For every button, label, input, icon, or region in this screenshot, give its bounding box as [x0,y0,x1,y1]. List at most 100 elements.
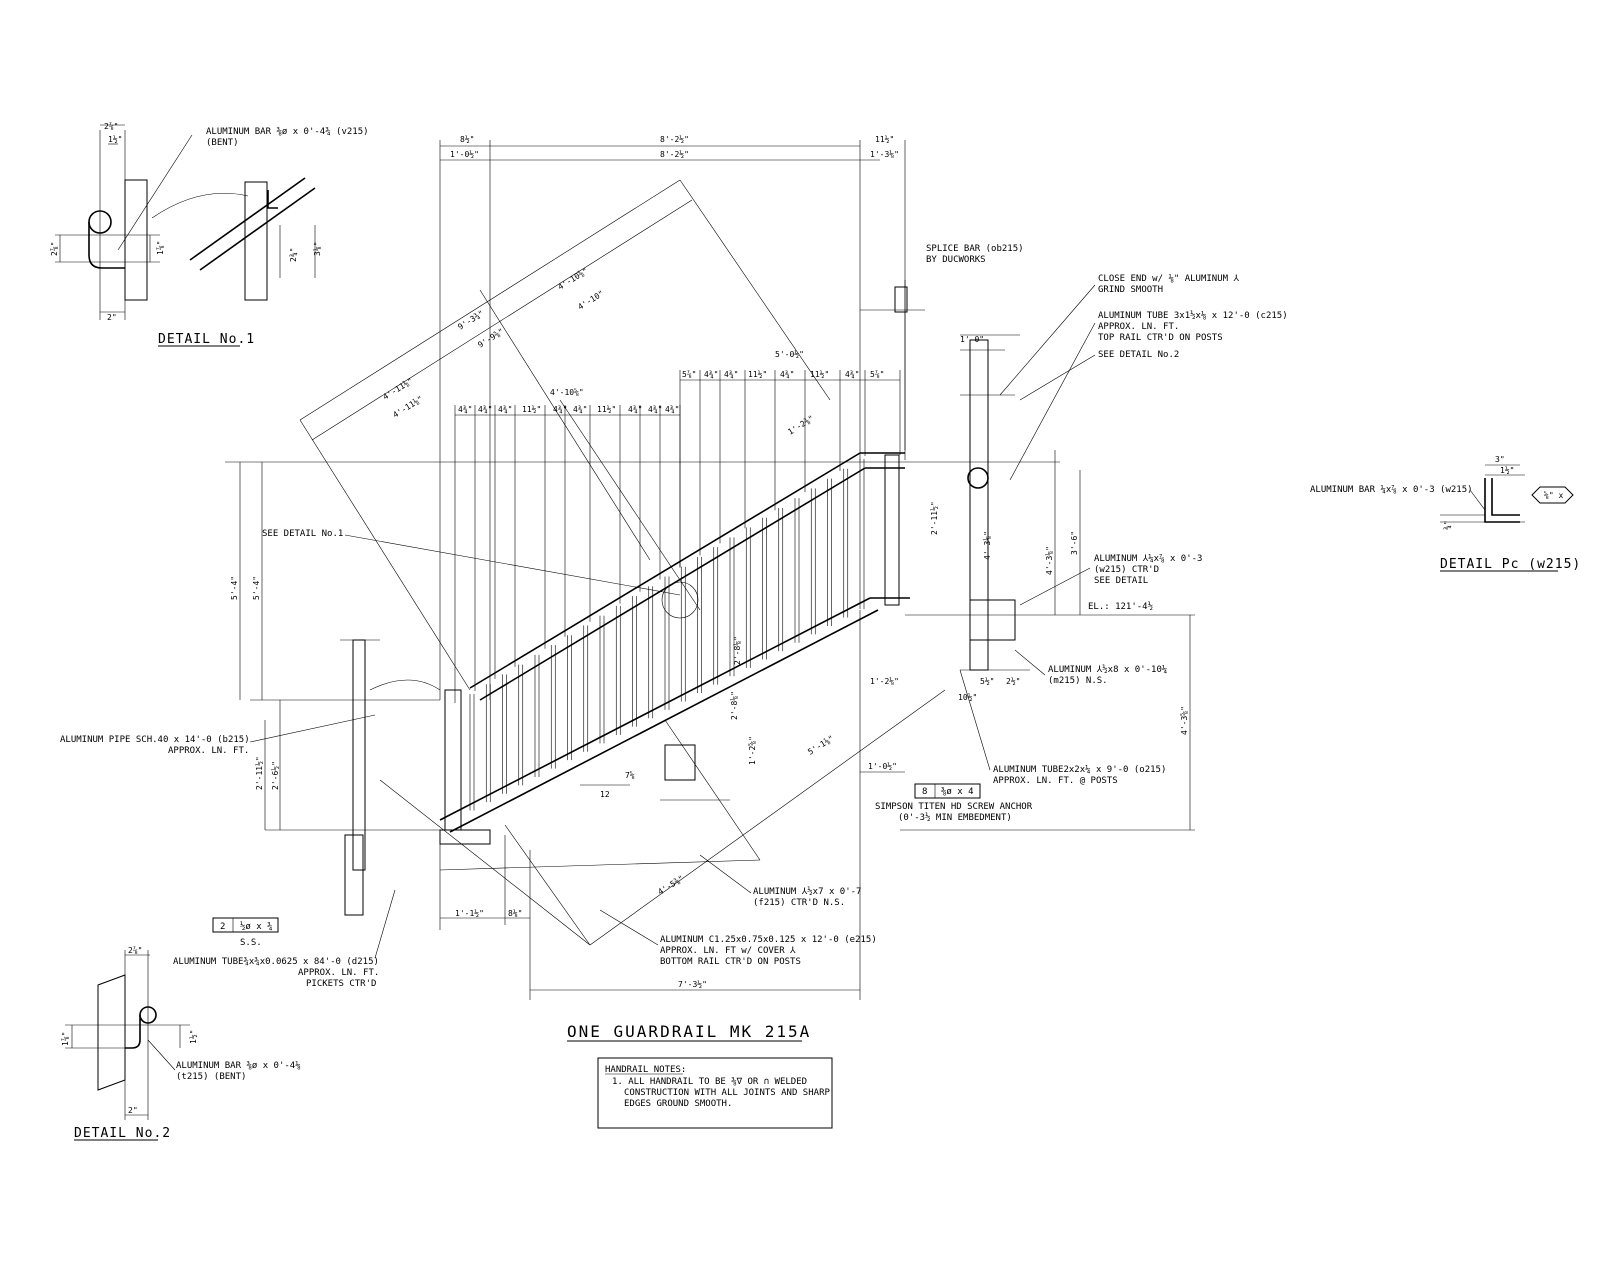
slope-rise: 7⅝ [625,771,635,780]
vert-dim-9: 1'-2⅝" [748,736,757,765]
plate-m-callout-1: ALUMINUM ⅄½x8 x 0'-10¼ [1048,664,1167,675]
picket-dim-l9: 4¾" [665,405,679,414]
post-tube-callout-2: APPROX. LN. FT. @ POSTS [993,776,1118,786]
top-dim-a3: 11½" [875,134,894,144]
d1-dim-bottom: 2" [107,313,117,322]
anchor-tag-size: ⅜ø x 4 [941,787,974,797]
vert-dim-6: 3'-6" [1070,531,1079,555]
top-dim-a2: 8'-2½" [660,134,689,144]
picket-dim-l8: 4¾" [648,405,662,414]
picket-dim-r6: 4¾" [845,370,859,379]
notes-line-3: EDGES GROUND SMOOTH. [624,1099,732,1109]
vert-dim-3: 2'-6½" [270,761,280,790]
pc-callout: ALUMINUM BAR ¼x⅞ x 0'-3 (w215) [1310,485,1473,495]
post-tube-callout-1: ALUMINUM TUBE2x2x¼ x 9'-0 (o215) [993,765,1166,775]
d2-callout-line1: ALUMINUM BAR ⅜ø x 0'-4⅛ [176,1061,301,1071]
picket-dim-r3: 11½" [748,369,767,379]
d2-callout-line2: (t215) (BENT) [176,1072,246,1082]
d2-dim-left: 1⅞" [61,1032,70,1046]
top-dim-b2: 8'-2½" [660,149,689,159]
anchor-tag-qty: 8 [922,787,927,797]
top-dim-a1: 8½" [460,134,474,144]
picket-dim-l5: 4¾" [573,405,587,414]
detail-no2-title: DETAIL No.2 [74,1126,171,1141]
top-tube-callout-1: ALUMINUM TUBE 3x1½x⅛ x 12'-0 (c215) [1098,310,1288,321]
bottom-dim-0: 1'-1½" [455,908,484,918]
picket-dim-r5: 11½" [810,369,829,379]
notes-line-2: CONSTRUCTION WITH ALL JOINTS AND SHARP [624,1088,830,1098]
picket-dim-r2: 4¾" [724,370,738,379]
callout-texts: SPLICE BAR (ob215) BY DUCWORKS CLOSE END… [60,244,1288,989]
guardrail-elevation: 8½" 8'-2½" 11½" 1'-0½" 8'-2½" 1'-3⅛" 4¾"… [225,134,1195,1000]
bottom-dim-7: 2½" [1006,676,1020,686]
picket-dim-l0: 4¾" [458,405,472,414]
plate-f-callout-2: (f215) CTR'D N.S. [753,898,845,908]
d2-dim-bottom: 2" [128,1106,138,1115]
bottom-dim-1: 8⅛" [508,909,522,918]
title-block: ONE GUARDRAIL MK 215A [567,1022,809,1042]
pc-tag: ⅝" x [1544,491,1563,500]
plate-w-callout-3: SEE DETAIL [1094,576,1148,586]
elevation-callout: EL.: 121'-4½ [1088,601,1153,612]
see-detail2-callout: SEE DETAIL No.2 [1098,350,1179,360]
bottom-dim-8: 1'-2⅛" [870,677,899,686]
diag-dim-8: 5'-1⅛" [806,734,835,757]
top-tube-callout-3: TOP RAIL CTR'D ON POSTS [1098,333,1223,343]
picket-dim-l4: 4¾" [553,405,567,414]
picket-dim-l3: 11½" [522,404,541,414]
splice-callout-2: BY DUCWORKS [926,255,986,265]
close-end-callout-1: CLOSE END w/ ⅛" ALUMINUM ⅄ [1098,274,1239,284]
pipe-callout-1: ALUMINUM PIPE SCH.40 x 14'-0 (b215) [60,735,250,745]
channel-callout-1: ALUMINUM C1.25x0.75x0.125 x 12'-0 (e215) [660,935,877,945]
vert-dim-10: 4'-3⅝" [1180,706,1189,735]
detail-pc: 3" 1½" ¾" ⅝" x ALUMINUM BAR ¼x⅞ x 0'-3 (… [1310,455,1580,572]
vert-dim-1: 5'-4" [252,576,261,600]
picket-group [469,459,865,811]
plate-f-callout-1: ALUMINUM ⅄½x7 x 0'-7 [753,886,861,897]
d1-dim-side-b: 3⅛" [313,242,322,256]
bottom-dim-3: 1'-0½" [868,761,897,771]
diag-dim-7: 4'-10⅝" [550,388,584,397]
bottom-dim-2: 7'-3½" [678,979,707,989]
picket-dim-r1: 4¾" [704,370,718,379]
diag-dim-0: 4'-10⅝" [556,266,589,292]
d1-dim-second: 1½" [108,134,122,144]
detail-no2: 2⅞" 1⅞" 1½" 2" ALUMINUM BAR ⅜ø x 0'-4⅛ (… [61,946,301,1141]
top-dim-b3: 1'-3⅛" [870,150,899,159]
splice-callout-1: SPLICE BAR (ob215) [926,244,1024,254]
d2-dim-top: 2⅞" [128,946,142,955]
vert-dim-0: 5'-4" [230,576,239,600]
picket-extension-lines [454,370,901,704]
detail-no1-title: DETAIL No.1 [158,332,255,347]
top-tube-callout-2: APPROX. LN. FT. [1098,322,1179,332]
notes-heading: HANDRAIL NOTES: [605,1065,686,1075]
top-dim-b1: 1'-0½" [450,149,479,159]
diag-dim-4: 4'-11⅛" [381,376,414,402]
vert-dim-2: 2'-11½" [254,756,264,790]
handrail-notes: HANDRAIL NOTES: 1. ALL HANDRAIL TO BE ⅜∇… [597,1057,833,1129]
channel-callout-3: BOTTOM RAIL CTR'D ON POSTS [660,957,801,967]
pc-dim-side: ¾" [1443,520,1452,530]
picket-dim-r4: 4¾" [780,370,794,379]
pipe-callout-2: APPROX. LN. FT. [168,746,249,756]
picket-dim-l2: 4¾" [498,405,512,414]
diag-dim-5: 4'-11⅛" [391,394,424,420]
d1-dim-left: 2⅞" [50,242,59,256]
notes-line-1: 1. ALL HANDRAIL TO BE ⅜∇ OR ∩ WELDED [612,1077,807,1087]
picket-dim-l1: 4¾" [478,405,492,414]
picket-dim-l7: 4¾" [628,405,642,414]
pickets-callout-1: ALUMINUM TUBE¾x¾x0.0625 x 84'-0 (d215) [173,957,379,967]
d1-dim-right: 1⅞" [156,241,165,255]
pickets-callout-2: APPROX. LN. FT. [298,968,379,978]
pc-dim-mid: 1½" [1500,465,1514,475]
picket-dim-l6: 11½" [597,404,616,414]
bolt-tag-qty: 2 [220,922,225,932]
close-end-callout-2: GRIND SMOOTH [1098,285,1163,295]
diag-dim-6: 5'-0½" [775,349,804,359]
bottom-dim-4: 10½" [958,692,977,702]
diag-dim-1: 4'-10" [576,289,605,312]
picket-dim-r0: 5⅞" [682,370,696,379]
diag-dim-10: 2'-8⅛" [733,636,742,665]
plate-w-callout-1: ALUMINUM ⅄¼x⅞ x 0'-3 [1094,554,1202,564]
